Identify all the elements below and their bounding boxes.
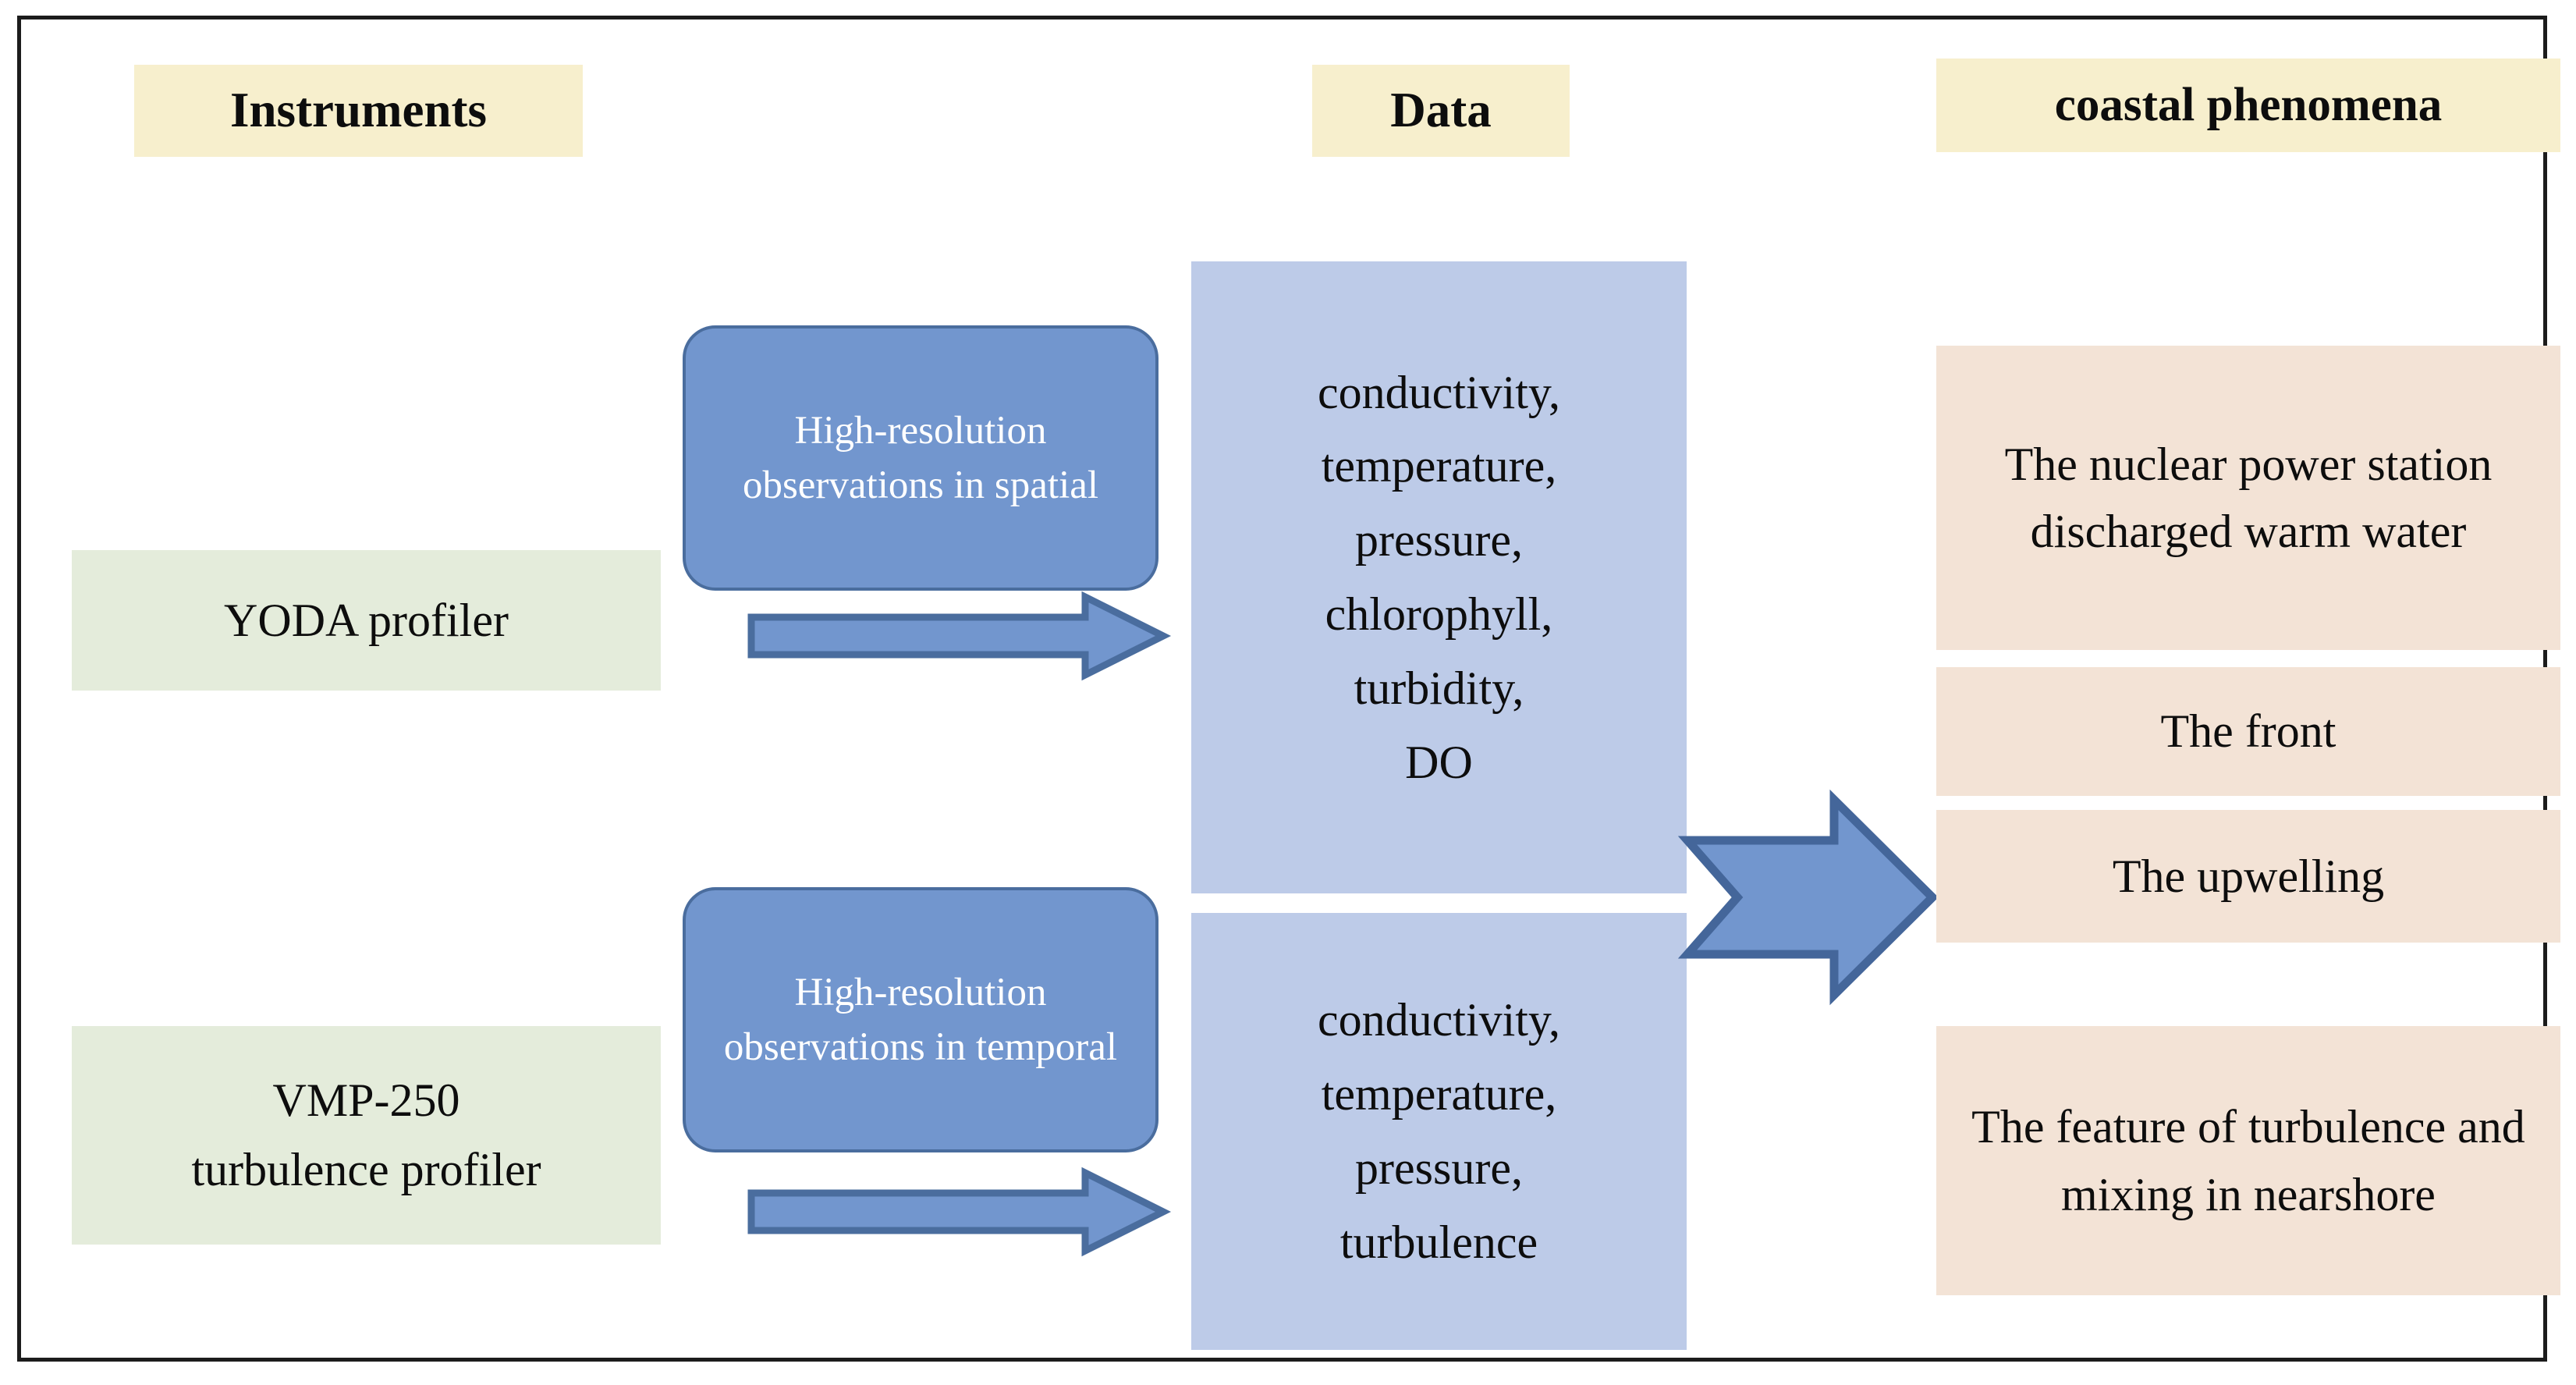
observation-box-spatial: High-resolution observations in spatial xyxy=(683,325,1158,591)
phenomena-box-turbulence-and-mixing-nearshore: The feature of turbulence and mixing in … xyxy=(1936,1026,2560,1295)
instrument-box-yoda-profiler: YODA profiler xyxy=(72,550,661,691)
phenomena-box-nuclear-power-station-warm-water: The nuclear power station discharged war… xyxy=(1936,346,2560,650)
phenomena-box-the-front: The front xyxy=(1936,667,2560,796)
column-header-data: Data xyxy=(1312,65,1570,157)
observation-box-temporal: High-resolution observations in temporal xyxy=(683,887,1158,1152)
data-to-phenomena-arrow-icon xyxy=(1677,789,1939,1006)
diagram-frame: Instruments Data coastal phenomena YODA … xyxy=(17,16,2560,1362)
column-header-instruments: Instruments xyxy=(134,65,583,157)
column-header-coastal-phenomena: coastal phenomena xyxy=(1936,59,2560,152)
temporal-flow-arrow-icon xyxy=(747,1165,1172,1259)
spatial-flow-arrow-icon xyxy=(747,589,1172,683)
data-box-vmp-variables: conductivity,temperature,pressure,turbul… xyxy=(1191,913,1687,1350)
data-box-yoda-variables: conductivity,temperature,pressure,chloro… xyxy=(1191,261,1687,893)
phenomena-box-the-upwelling: The upwelling xyxy=(1936,810,2560,943)
